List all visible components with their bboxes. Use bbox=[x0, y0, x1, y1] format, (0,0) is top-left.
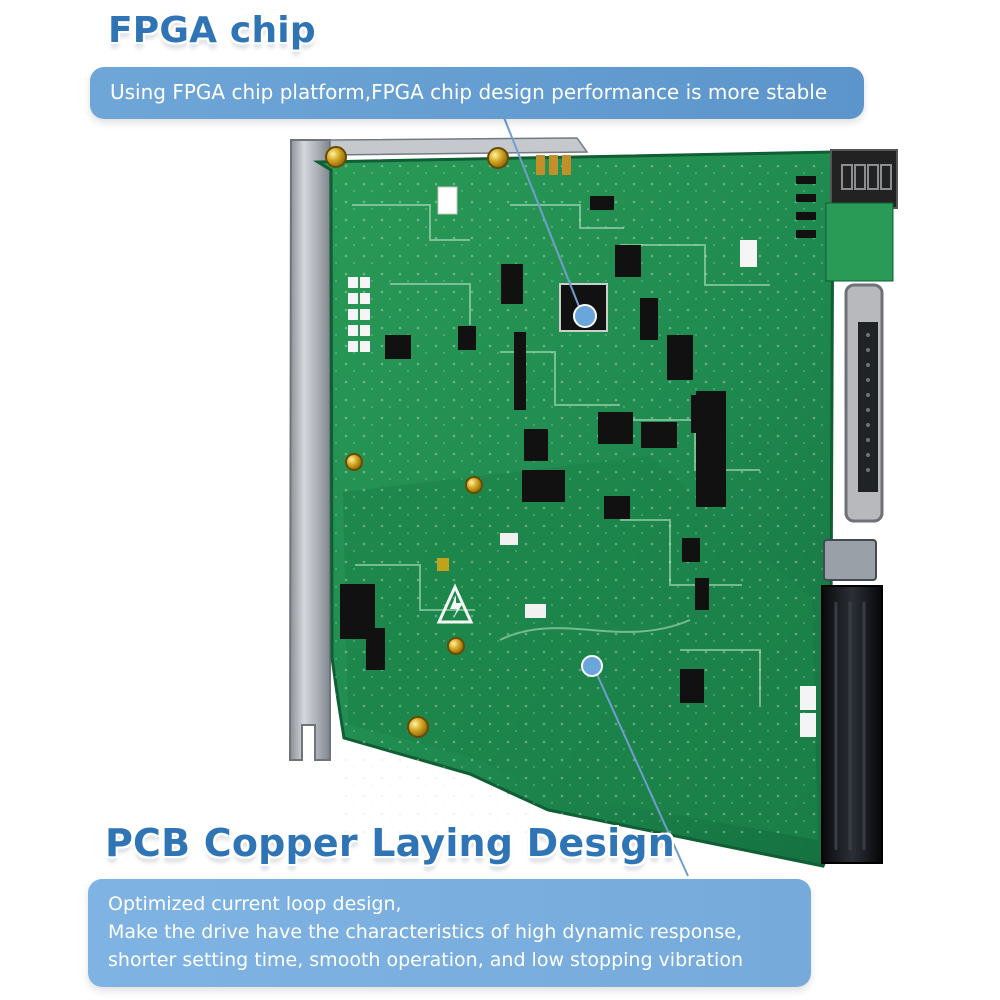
pcb-copper-description-line-2: Make the drive have the characteristics … bbox=[108, 921, 743, 943]
pcb-copper-heading: PCB Copper Laying Design bbox=[105, 821, 676, 865]
component-cluster-top bbox=[385, 155, 757, 433]
copper-callout-dot bbox=[581, 655, 603, 677]
screw-top-left bbox=[325, 146, 347, 168]
metal-chassis-left bbox=[288, 139, 331, 761]
fpga-chip-description: Using FPGA chip platform,FPGA chip desig… bbox=[90, 67, 864, 119]
screw-top-middle bbox=[487, 147, 509, 169]
pcb-copper-description-line-1: Optimized current loop design, bbox=[108, 893, 402, 915]
terminal-ridges bbox=[834, 602, 866, 850]
seven-segment-display bbox=[841, 164, 892, 190]
lightning-icon bbox=[450, 595, 463, 619]
db-connector-pins bbox=[866, 333, 870, 472]
high-voltage-warning-icon bbox=[436, 583, 474, 624]
display-buttons bbox=[796, 176, 816, 238]
passive-components bbox=[340, 277, 816, 737]
black-terminal-block bbox=[821, 585, 883, 864]
fpga-callout-dot bbox=[573, 304, 597, 328]
fpga-chip-heading: FPGA chip bbox=[108, 10, 316, 51]
screw-left-middle bbox=[345, 453, 363, 471]
small-gray-connector bbox=[823, 539, 877, 581]
pcb-copper-description-line-3: shorter setting time, smooth operation, … bbox=[108, 949, 743, 971]
pcb-copper-description: Optimized current loop design, Make the … bbox=[88, 879, 811, 987]
pcb-traces bbox=[352, 204, 770, 705]
display-board bbox=[825, 202, 894, 282]
screw-bottom-left bbox=[407, 716, 429, 738]
db-connector-face bbox=[858, 322, 878, 492]
fpga-callout-pointer bbox=[502, 114, 583, 315]
screw-right-middle bbox=[465, 476, 483, 494]
screw-middle bbox=[447, 637, 465, 655]
metal-chassis-top bbox=[329, 137, 589, 156]
ic-row-middle bbox=[514, 332, 726, 703]
copper-callout-pointer bbox=[594, 669, 689, 877]
